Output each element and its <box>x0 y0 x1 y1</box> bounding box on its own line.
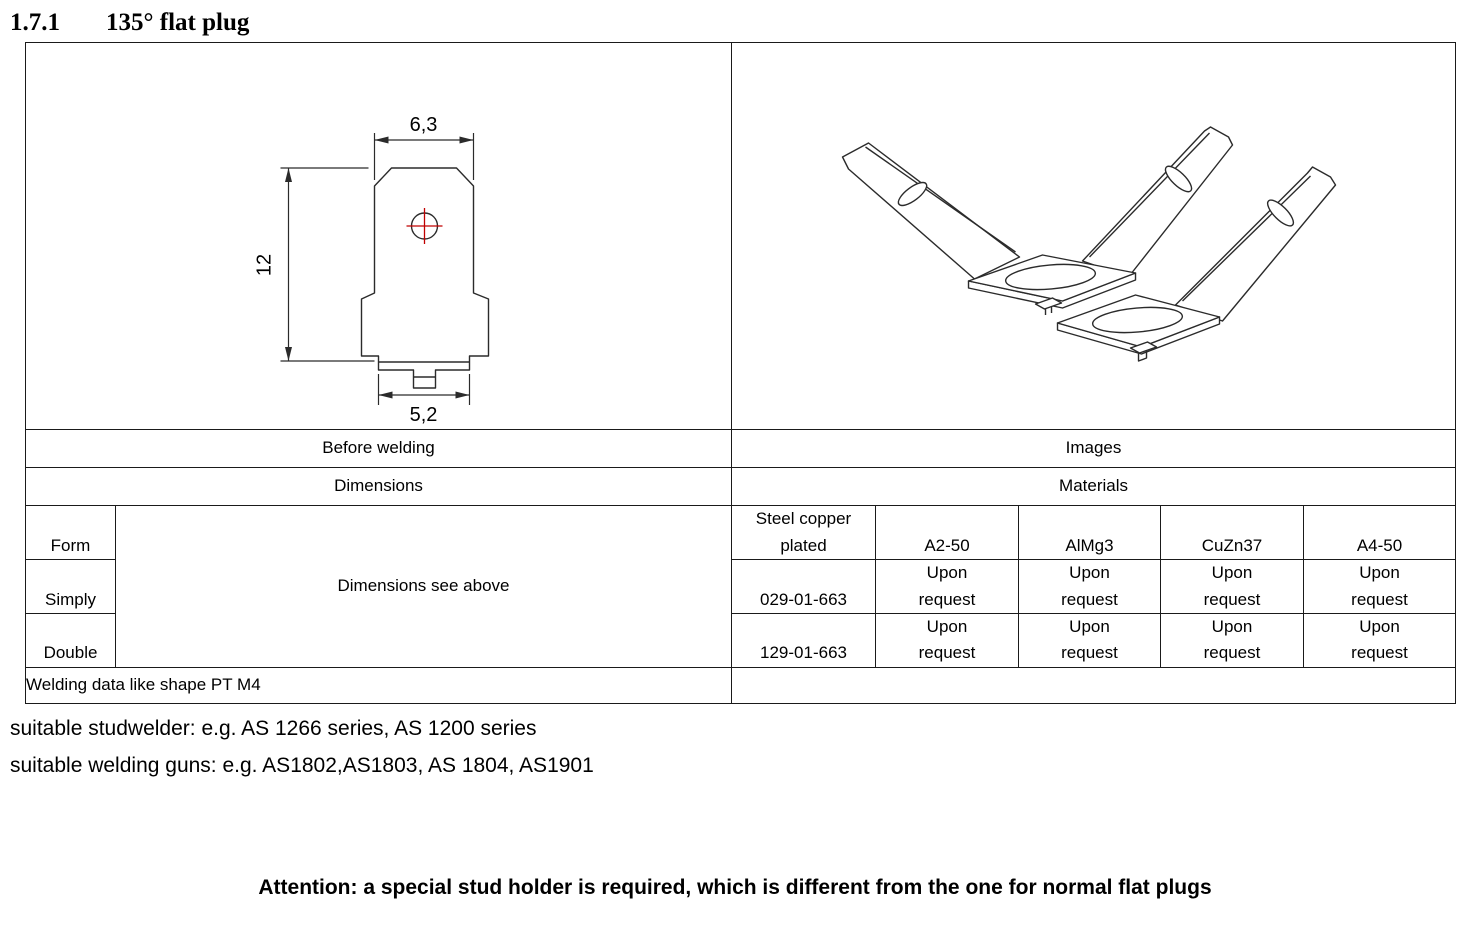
before-welding-header: Before welding <box>25 429 732 468</box>
material-col-almg3: AlMg3 <box>1018 505 1161 560</box>
datasheet-table: 6,3 12 5,2 <box>25 42 1457 704</box>
dimension-height: 12 <box>254 167 375 362</box>
front-right-blade <box>1174 166 1337 322</box>
isometric-image-cell <box>730 42 1457 430</box>
form-label-cell: Form <box>25 505 116 560</box>
material-col-cuzn37: CuZn37 <box>1160 505 1304 560</box>
simply-a4-50: Upon request <box>1302 559 1457 614</box>
material-col-a2-50: A2-50 <box>875 505 1019 560</box>
studwelder-note: suitable studwelder: e.g. AS 1266 series… <box>10 716 537 740</box>
empty-cell <box>730 666 1457 704</box>
back-left-blade-hole <box>897 181 928 207</box>
upon-request-value: Upon request <box>1203 563 1261 609</box>
simply-cuzn37: Upon request <box>1160 559 1304 614</box>
upon-request-value: Upon request <box>918 563 976 609</box>
back-base-hole <box>1004 263 1097 291</box>
page-title: 1.7.1 135° flat plug <box>0 0 1470 42</box>
back-right-blade-hole <box>1164 165 1193 193</box>
double-almg3: Upon request <box>1018 613 1161 668</box>
dim-label-6-3: 6,3 <box>410 114 438 136</box>
simply-a2-50: Upon request <box>875 559 1019 614</box>
material-col-label: Steel copper plated <box>755 509 852 555</box>
plug-outline <box>360 167 490 389</box>
double-label-cell: Double <box>25 613 116 668</box>
simply-part-number: 029-01-663 <box>731 559 876 614</box>
attention-note: Attention: a special stud holder is requ… <box>258 875 1212 899</box>
double-a2-50: Upon request <box>875 613 1019 668</box>
materials-header: Materials <box>730 467 1457 506</box>
technical-drawing-cell: 6,3 12 5,2 <box>25 42 732 430</box>
double-cuzn37: Upon request <box>1160 613 1304 668</box>
upon-request-value: Upon request <box>1351 563 1408 609</box>
material-col-steel-copper: Steel copper plated <box>731 505 876 560</box>
upon-request-value: Upon request <box>918 617 976 663</box>
back-right-blade <box>1081 126 1234 278</box>
front-plug <box>1056 166 1337 362</box>
material-col-a4-50: A4-50 <box>1302 505 1457 560</box>
dimension-drawing: 6,3 12 5,2 <box>254 114 490 426</box>
dimension-bottom-width: 5,2 <box>377 374 471 426</box>
images-header: Images <box>730 429 1457 468</box>
dimension-top-width: 6,3 <box>373 114 475 180</box>
welding-guns-note: suitable welding guns: e.g. AS1802,AS180… <box>10 753 594 777</box>
upon-request-value: Upon request <box>1203 617 1261 663</box>
dimensions-header: Dimensions <box>25 467 732 506</box>
weld-point-marker <box>406 208 443 244</box>
upon-request-value: Upon request <box>1061 563 1118 609</box>
double-part-number: 129-01-663 <box>731 613 876 668</box>
front-base-hole <box>1091 306 1184 334</box>
back-left-blade <box>841 142 1021 280</box>
back-plug <box>841 126 1234 315</box>
upon-request-value: Upon request <box>1351 617 1408 663</box>
dim-label-5-2: 5,2 <box>410 404 438 426</box>
dim-label-12: 12 <box>254 254 276 276</box>
front-weld-tab <box>1129 341 1158 354</box>
simply-label-cell: Simply <box>25 559 116 614</box>
upon-request-value: Upon request <box>1061 617 1118 663</box>
double-a4-50: Upon request <box>1302 613 1457 668</box>
dimensions-note-cell: Dimensions see above <box>115 505 732 668</box>
section-number: 1.7.1 <box>10 9 60 36</box>
plug-body <box>360 167 490 389</box>
front-right-blade-hole <box>1266 199 1295 227</box>
simply-almg3: Upon request <box>1018 559 1161 614</box>
welding-data-note: Welding data like shape PT M4 <box>25 666 732 704</box>
back-weld-tab <box>1034 297 1063 310</box>
title-text: 135° flat plug <box>106 9 250 36</box>
isometric-drawing <box>841 126 1337 362</box>
